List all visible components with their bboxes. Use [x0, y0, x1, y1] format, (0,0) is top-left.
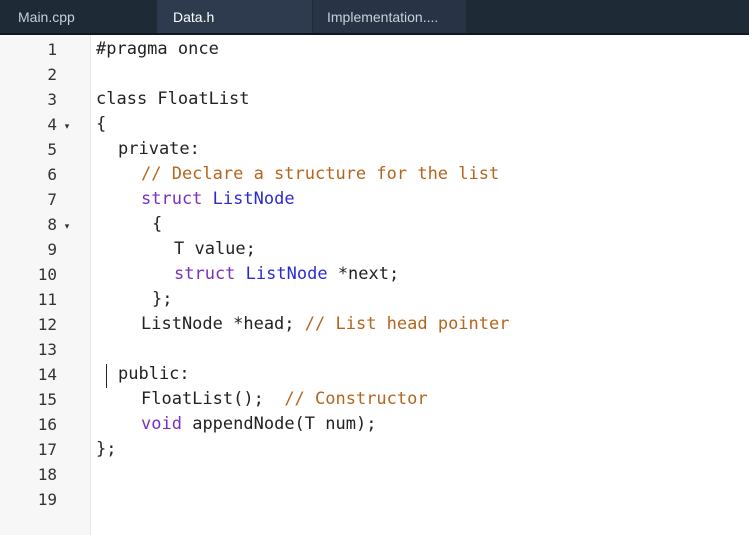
line-number: 8 [47, 215, 57, 234]
line-number: 5 [47, 140, 57, 159]
keyword: void [141, 414, 182, 434]
line-number: 16 [37, 415, 57, 434]
code-line-9: T value; [174, 239, 256, 259]
line-number: 3 [47, 90, 57, 109]
keyword: struct [174, 264, 236, 284]
tab-implementation[interactable]: Implementation.... [313, 0, 466, 34]
code-line-6-comment: // Declare a structure for the list [141, 164, 500, 184]
code-text: FloatList(); [141, 389, 264, 409]
line-number: 10 [37, 265, 57, 284]
line-number: 9 [47, 240, 57, 259]
type-name: ListNode [245, 264, 328, 284]
code-line-5: private: [118, 139, 200, 159]
code-line-10: struct ListNode *next; [174, 264, 399, 284]
type-name: ListNode [212, 189, 295, 209]
line-number: 4 [47, 115, 57, 134]
code-editor[interactable]: 1 2 3 4 ▾ 5 6 7 8 ▾ 9 10 11 12 13 14 15 … [0, 35, 749, 535]
code-text: ListNode *head; [141, 314, 295, 334]
line-number: 12 [37, 315, 57, 334]
text-cursor [106, 364, 107, 388]
code-line-14: public: [118, 364, 190, 384]
line-number: 18 [37, 465, 57, 484]
line-number: 17 [37, 440, 57, 459]
line-number: 6 [47, 165, 57, 184]
code-comment: // Constructor [284, 389, 428, 409]
line-number: 14 [37, 365, 57, 384]
line-number: 15 [37, 390, 57, 409]
code-line-12: ListNode *head; // List head pointer [141, 314, 509, 334]
code-text: *next; [337, 264, 400, 284]
fold-toggle-icon[interactable]: ▾ [64, 221, 70, 231]
line-number: 2 [47, 65, 57, 84]
keyword: struct [141, 189, 203, 209]
line-number-gutter: 1 2 3 4 ▾ 5 6 7 8 ▾ 9 10 11 12 13 14 15 … [0, 35, 91, 535]
tab-bar: Main.cpp Data.h Implementation.... [0, 0, 749, 35]
code-line-7: struct ListNode [141, 189, 295, 209]
tab-bar-divider [0, 33, 749, 35]
line-number: 19 [37, 490, 57, 509]
code-comment: // List head pointer [304, 314, 510, 334]
fold-toggle-icon[interactable]: ▾ [64, 121, 70, 131]
code-line-4: { [96, 114, 107, 134]
code-line-15: FloatList(); // Constructor [141, 389, 428, 409]
line-number: 7 [47, 190, 57, 209]
code-line-3: class FloatList [96, 89, 250, 109]
code-text: appendNode(T num); [192, 414, 377, 434]
code-line-16: void appendNode(T num); [141, 414, 376, 434]
tab-data-h[interactable]: Data.h [157, 0, 312, 34]
code-line-11: }; [152, 289, 173, 309]
line-number: 11 [37, 290, 57, 309]
code-line-8: { [152, 214, 163, 234]
tab-main-cpp[interactable]: Main.cpp [18, 9, 75, 25]
code-line-17: }; [96, 439, 117, 459]
line-number: 13 [37, 340, 57, 359]
code-line-1: #pragma once [96, 39, 219, 59]
line-number: 1 [47, 40, 57, 59]
